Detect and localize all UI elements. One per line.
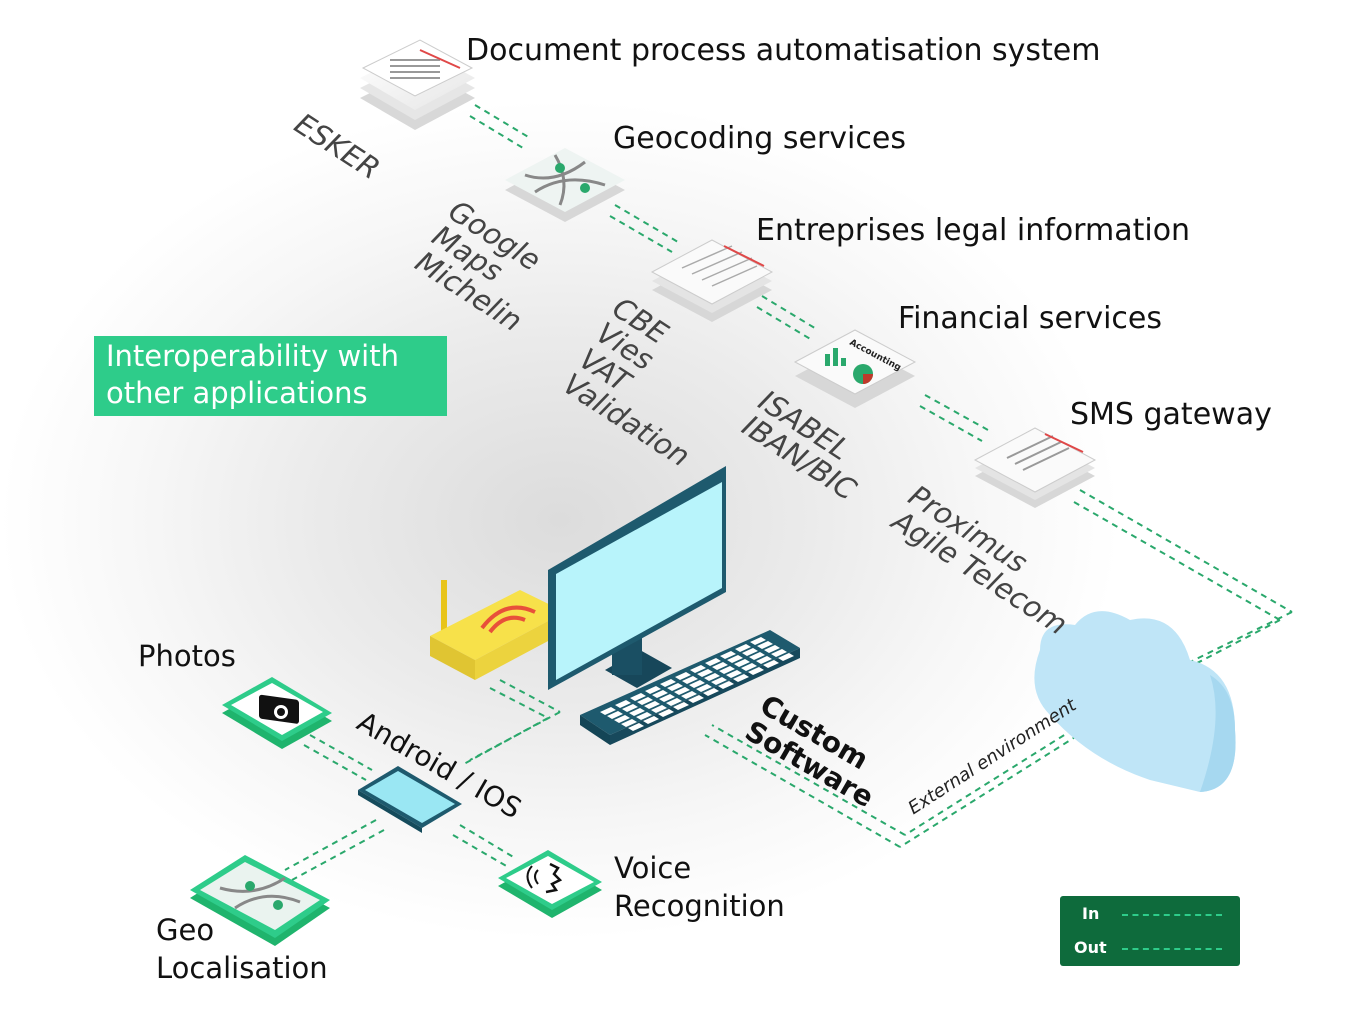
keyboard-key <box>630 693 646 701</box>
map-document-icon <box>505 148 625 222</box>
service-label-geocoding: Geocoding services <box>613 121 906 156</box>
keyboard-key <box>600 707 616 715</box>
keyboard-key <box>718 681 734 689</box>
phone-icon <box>358 766 462 833</box>
keyboard-key <box>711 677 727 685</box>
keyboard-key <box>621 719 637 727</box>
keyboard-key <box>778 653 794 661</box>
keyboard-key <box>607 711 623 719</box>
keyboard-key <box>697 669 713 677</box>
keyboard-key <box>666 698 682 706</box>
keyboard-key <box>741 663 757 671</box>
keyboard-key <box>705 658 721 666</box>
keyboard-key <box>644 701 660 709</box>
legend-in-label: In <box>1082 904 1100 923</box>
keyboard-key <box>712 662 728 670</box>
keyboard-key <box>628 723 644 731</box>
legend-in-line <box>1122 914 1222 916</box>
keyboard-key <box>771 649 787 657</box>
keyboard-key <box>659 694 675 702</box>
keyboard-key <box>614 715 630 723</box>
keyboard-key <box>727 655 743 663</box>
router-icon <box>430 580 565 680</box>
keyboard-key <box>660 679 676 687</box>
keyboard-key <box>720 651 736 659</box>
geo-localisation-label: Geo Localisation <box>156 913 328 985</box>
keyboard-key <box>667 683 683 691</box>
keyboard-key <box>764 645 780 653</box>
keyboard-key <box>629 708 645 716</box>
keyboard-key <box>682 676 698 684</box>
keyboard-key <box>645 686 661 694</box>
keyboard-key <box>690 665 706 673</box>
keyboard-key <box>734 659 750 667</box>
voice-recognition-label: Voice Recognition <box>614 851 785 923</box>
keyboard-key <box>688 695 704 703</box>
camera-icon <box>222 677 332 749</box>
keyboard-icon <box>580 630 800 745</box>
connector-lines <box>284 104 1293 881</box>
legend-out-label: Out <box>1074 938 1107 957</box>
monitor-icon <box>548 466 726 690</box>
keyboard-key <box>726 670 742 678</box>
keyboard-key <box>674 687 690 695</box>
service-label-document-automation: Document process automatisation system <box>466 33 1101 68</box>
keyboard-key <box>675 672 691 680</box>
keyboard-key <box>742 648 758 656</box>
keyboard-key <box>733 674 749 682</box>
esker-document-icon <box>360 39 475 130</box>
service-label-sms-gateway: SMS gateway <box>1070 397 1272 432</box>
keyboard-key <box>750 637 766 645</box>
keyboard-key <box>748 667 764 675</box>
sms-document-icon <box>973 427 1097 508</box>
service-label-financial: Financial services <box>898 301 1162 336</box>
page-title: Interoperability with other applications <box>94 336 447 416</box>
service-label-legal-information: Entreprises legal information <box>756 213 1191 248</box>
keyboard-key <box>689 680 705 688</box>
legend: In Out <box>1060 896 1240 966</box>
map-icon <box>190 855 330 946</box>
keyboard-key <box>719 666 735 674</box>
keyboard-key <box>681 691 697 699</box>
keyboard-key <box>643 716 659 724</box>
legal-document-icon <box>650 239 774 322</box>
keyboard-key <box>622 704 638 712</box>
keyboard-key <box>763 660 779 668</box>
keyboard-key <box>651 705 667 713</box>
keyboard-key <box>658 709 674 717</box>
legend-out-line <box>1122 948 1222 950</box>
cloud-icon <box>1034 611 1236 792</box>
keyboard-key <box>637 697 653 705</box>
keyboard-key <box>749 652 765 660</box>
keyboard-key <box>652 690 668 698</box>
keyboard-key <box>735 644 751 652</box>
keyboard-key <box>696 684 712 692</box>
keyboard-key <box>756 656 772 664</box>
accounting-document-icon: Accounting <box>793 329 917 408</box>
keyboard-key <box>757 641 773 649</box>
photos-label: Photos <box>138 639 236 673</box>
voice-icon <box>498 850 602 918</box>
keyboard-key <box>704 673 720 681</box>
keyboard-key <box>615 700 631 708</box>
keyboard-key <box>703 688 719 696</box>
keyboard-key <box>636 712 652 720</box>
keyboard-key <box>673 702 689 710</box>
